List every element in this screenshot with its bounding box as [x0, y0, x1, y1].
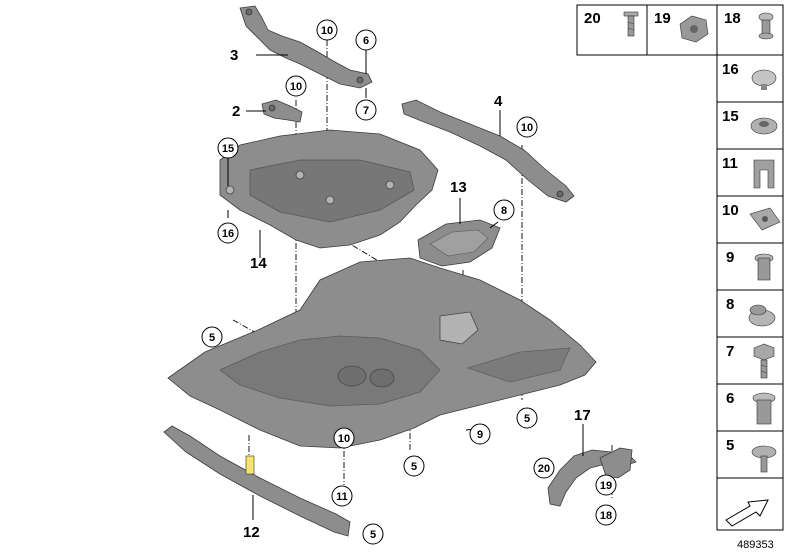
strut-part-4	[401, 99, 575, 203]
callout-8: 8	[493, 199, 515, 221]
svg-text:10: 10	[521, 122, 533, 134]
underbody-panel-part-9	[167, 257, 597, 449]
callout-9: 9	[469, 423, 491, 445]
callout-10: 10	[333, 427, 355, 449]
callout-6: 6	[355, 29, 377, 51]
label-13: 13	[450, 179, 467, 196]
legend-label-5: 5	[726, 437, 734, 454]
svg-text:5: 5	[370, 529, 376, 541]
callout-11: 11	[331, 485, 353, 507]
svg-text:9: 9	[477, 429, 483, 441]
clip-18-icon	[758, 12, 774, 40]
svg-text:19: 19	[600, 480, 612, 492]
svg-text:7: 7	[363, 105, 369, 117]
callout-5: 5	[516, 407, 538, 429]
nut-19-icon	[679, 15, 709, 43]
label-2: 2	[232, 103, 240, 120]
legend-label-6: 6	[726, 390, 734, 407]
direction-arrow-icon	[725, 499, 769, 527]
legend-side-column: 16 15 11 10 9 8 7	[716, 54, 784, 531]
screw-7-icon	[753, 343, 775, 379]
label-3: 3	[230, 47, 238, 64]
svg-text:20: 20	[538, 463, 550, 475]
svg-text:8: 8	[501, 205, 507, 217]
callout-16: 16	[217, 222, 239, 244]
trim-strip-part-12	[163, 425, 351, 537]
callout-5: 5	[362, 523, 384, 545]
callout-7: 7	[355, 99, 377, 121]
label-12: 12	[243, 524, 260, 541]
svg-text:15: 15	[222, 143, 234, 155]
callout-19: 19	[595, 474, 617, 496]
legend-label-18: 18	[724, 10, 741, 27]
svg-text:10: 10	[290, 81, 302, 93]
svg-text:6: 6	[363, 35, 369, 47]
svg-text:11: 11	[336, 491, 348, 503]
callout-5: 5	[201, 326, 223, 348]
part-labels: 3 2 4 13 14 17 12	[230, 47, 591, 541]
legend-label-19: 19	[654, 10, 671, 27]
callout-20: 20	[533, 457, 555, 479]
expansion-nut-6-icon	[752, 392, 776, 425]
clip-nut-10-icon	[749, 207, 781, 231]
highlight-marker	[245, 455, 255, 475]
callout-5: 5	[403, 455, 425, 477]
legend-label-10: 10	[722, 202, 739, 219]
label-14: 14	[250, 255, 267, 272]
bracket-11-icon	[753, 159, 775, 189]
screw-5-icon	[751, 445, 777, 473]
svg-text:18: 18	[600, 510, 612, 522]
plug-8-icon	[748, 304, 776, 327]
leader-lines	[227, 50, 584, 520]
screw-20-icon	[623, 11, 639, 37]
label-4: 4	[494, 93, 503, 110]
legend-label-9: 9	[726, 249, 734, 266]
svg-text:10: 10	[321, 25, 333, 37]
svg-text:16: 16	[222, 228, 234, 240]
bracket-part-3	[239, 5, 373, 89]
bracket-part-17	[547, 447, 637, 507]
cap-16-icon	[751, 69, 777, 90]
grommet-15-icon	[750, 117, 778, 135]
legend-label-15: 15	[722, 108, 739, 125]
bracket-part-2	[261, 99, 303, 123]
label-17: 17	[574, 407, 591, 424]
callout-10: 10	[316, 19, 338, 41]
svg-text:5: 5	[524, 413, 530, 425]
legend-label-11: 11	[722, 155, 738, 172]
sleeve-9-icon	[754, 253, 774, 281]
callout-18: 18	[595, 504, 617, 526]
svg-text:10: 10	[338, 433, 350, 445]
legend-label-7: 7	[726, 343, 734, 360]
callout-10: 10	[516, 116, 538, 138]
access-cover-part-13	[417, 219, 501, 267]
underbody-panel-part-14	[219, 129, 439, 249]
callout-10: 10	[285, 75, 307, 97]
diagram-code: 489353	[737, 539, 774, 551]
svg-text:5: 5	[209, 332, 215, 344]
svg-text:5: 5	[411, 461, 417, 473]
legend-label-16: 16	[722, 61, 739, 78]
callout-15: 15	[217, 137, 239, 159]
legend-top-row: 20 19 18	[576, 4, 784, 56]
legend-label-20: 20	[584, 10, 601, 27]
callouts: 10 6 10 7 15 10 8 16 5 5 9 10 5 20 19 11…	[201, 19, 617, 545]
legend-label-8: 8	[726, 296, 734, 313]
